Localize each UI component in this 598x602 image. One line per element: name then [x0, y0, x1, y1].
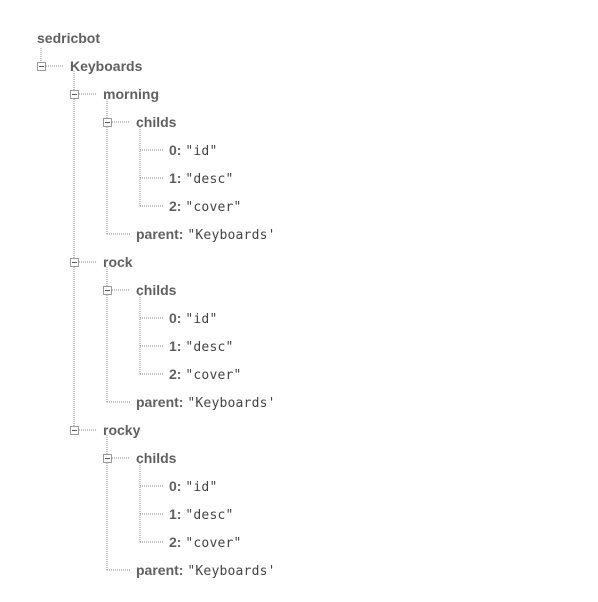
keyboards-collapse-icon[interactable]: [36, 61, 46, 71]
node-label: childs: [136, 282, 177, 298]
collapse-minus-icon[interactable]: [102, 285, 112, 295]
tree-leaf-item[interactable]: 0: "id": [169, 308, 217, 328]
root-node-label: sedricbot: [37, 30, 101, 46]
tree-node-rock[interactable]: rock: [103, 252, 133, 272]
item-key: 2: [169, 366, 177, 382]
parent-key: parent: [136, 562, 179, 578]
parent-key: parent: [136, 394, 179, 410]
tree-leaf-item[interactable]: 2: "cover": [169, 196, 242, 216]
tree-node-morning[interactable]: morning: [103, 84, 159, 104]
tree-node-childs[interactable]: childs: [136, 280, 176, 300]
item-value: "id": [185, 312, 218, 327]
item-value: "desc": [185, 340, 234, 355]
key-separator: :: [176, 170, 186, 186]
item-value: "desc": [185, 508, 234, 523]
tree-node-rocky[interactable]: rocky: [103, 420, 140, 440]
key-separator: :: [176, 142, 186, 158]
parent-value: "Keyboards': [187, 396, 276, 411]
item-key: 2: [169, 534, 177, 550]
tree-leaf-item[interactable]: 0: "id": [169, 140, 217, 160]
parent-value: "Keyboards': [187, 564, 276, 579]
tree-leaf-item[interactable]: 1: "desc": [169, 336, 234, 356]
key-separator: :: [178, 394, 188, 410]
node-label: rocky: [103, 422, 141, 438]
item-value: "id": [185, 480, 218, 495]
tree-leaf-parent[interactable]: parent: "Keyboards': [136, 392, 276, 412]
key-separator: :: [176, 506, 186, 522]
tree-leaf-item[interactable]: 1: "desc": [169, 168, 234, 188]
tree-leaf-item[interactable]: 2: "cover": [169, 364, 242, 384]
keyboards-node[interactable]: Keyboards: [70, 56, 142, 76]
node-label: morning: [103, 86, 159, 102]
item-key: 2: [169, 198, 177, 214]
item-value: "cover": [185, 368, 242, 383]
item-key: 1: [169, 338, 177, 354]
node-label: childs: [136, 114, 177, 130]
collapse-minus-icon[interactable]: [102, 117, 112, 127]
parent-value: "Keyboards': [187, 228, 276, 243]
collapse-minus-icon[interactable]: [69, 89, 79, 99]
item-value: "desc": [185, 172, 234, 187]
key-separator: :: [176, 310, 186, 326]
node-label: Keyboards: [70, 58, 143, 74]
item-key: 0: [169, 478, 177, 494]
node-label: rock: [103, 254, 133, 270]
tree-leaf-item[interactable]: 2: "cover": [169, 532, 242, 552]
key-separator: :: [176, 198, 186, 214]
collapse-minus-icon[interactable]: [69, 257, 79, 267]
node-label: childs: [136, 450, 177, 466]
item-value: "cover": [185, 536, 242, 551]
tree-leaf-item[interactable]: 0: "id": [169, 476, 217, 496]
tree-node-childs[interactable]: childs: [136, 112, 176, 132]
item-key: 0: [169, 142, 177, 158]
tree-leaf-parent[interactable]: parent: "Keyboards': [136, 560, 276, 580]
key-separator: :: [176, 534, 186, 550]
parent-key: parent: [136, 226, 179, 242]
tree-leaf-parent[interactable]: parent: "Keyboards': [136, 224, 276, 244]
item-key: 1: [169, 506, 177, 522]
collapse-minus-icon[interactable]: [69, 425, 79, 435]
item-value: "cover": [185, 200, 242, 215]
item-key: 1: [169, 170, 177, 186]
key-separator: :: [176, 338, 186, 354]
tree-leaf-item[interactable]: 1: "desc": [169, 504, 234, 524]
tree-node-childs[interactable]: childs: [136, 448, 176, 468]
key-separator: :: [178, 562, 188, 578]
key-separator: :: [176, 366, 186, 382]
key-separator: :: [178, 226, 188, 242]
item-key: 0: [169, 310, 177, 326]
key-separator: :: [176, 478, 186, 494]
collapse-minus-icon[interactable]: [102, 453, 112, 463]
item-value: "id": [185, 144, 218, 159]
